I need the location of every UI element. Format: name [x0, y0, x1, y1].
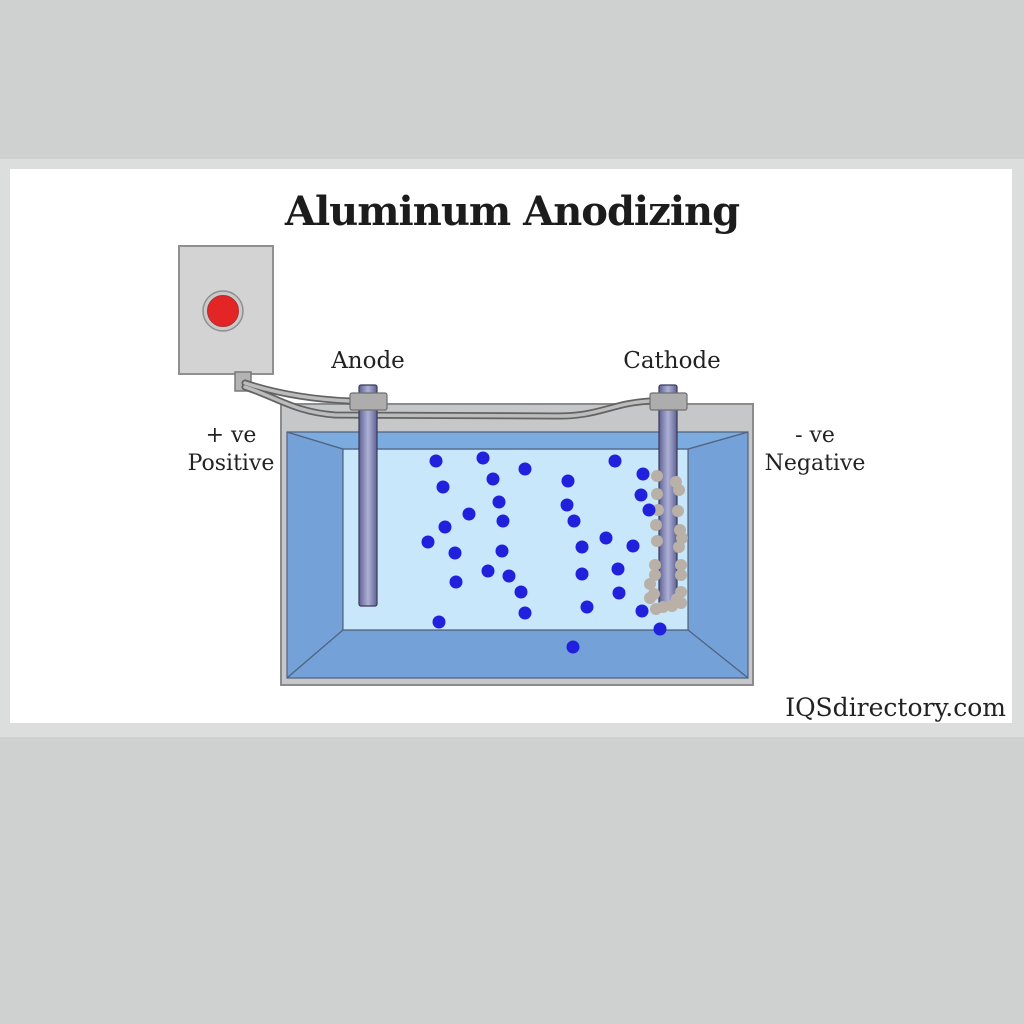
bubble: [675, 559, 687, 571]
bubble: [644, 592, 656, 604]
anode-wire: [243, 381, 352, 403]
tank-rim-band: [286, 431, 749, 450]
electrolyte-ions: [421, 451, 667, 654]
ion: [642, 503, 656, 517]
power-supply: [178, 245, 274, 392]
bubble: [649, 569, 661, 581]
bubble: [673, 541, 685, 553]
bubble: [672, 505, 684, 517]
bubble: [650, 519, 662, 531]
ion: [429, 454, 443, 468]
bubble: [652, 504, 664, 516]
ion: [575, 567, 589, 581]
ion: [462, 507, 476, 521]
ion: [634, 488, 648, 502]
positive-terminal-label: + ve Positive: [131, 422, 331, 478]
bubble: [651, 535, 663, 547]
ion: [566, 640, 580, 654]
tank-bottom-wall: [286, 629, 749, 679]
ion: [481, 564, 495, 578]
ion: [421, 535, 435, 549]
branding-watermark: IQSdirectory.com: [785, 693, 1006, 722]
cathode-clamp: [649, 392, 688, 411]
wires: [241, 379, 654, 420]
ion: [492, 495, 506, 509]
ion: [635, 604, 649, 618]
bubble: [671, 593, 683, 605]
ion: [514, 585, 528, 599]
ion: [575, 540, 589, 554]
cathode-wire: [243, 385, 652, 418]
positive-word: Positive: [187, 451, 275, 476]
ion: [580, 600, 594, 614]
ion: [495, 544, 509, 558]
bubble: [673, 484, 685, 496]
negative-symbol: - ve: [795, 423, 835, 448]
negative-word: Negative: [764, 451, 866, 476]
power-button-icon: [207, 295, 239, 327]
bubble: [649, 559, 661, 571]
ion: [476, 451, 490, 465]
ion: [448, 546, 462, 560]
anode-label: Anode: [331, 348, 405, 374]
diagram-title: Aluminum Anodizing: [284, 188, 740, 235]
cathode-label: Cathode: [623, 348, 721, 374]
positive-symbol: + ve: [205, 423, 257, 448]
ion: [449, 575, 463, 589]
power-supply-box: [178, 245, 274, 375]
tank: [286, 431, 749, 679]
bubble: [644, 578, 656, 590]
ion: [486, 472, 500, 486]
ion: [438, 520, 452, 534]
negative-terminal-label: - ve Negative: [715, 422, 915, 478]
ion: [561, 474, 575, 488]
cathode-bubbles: [644, 470, 688, 615]
anode-rod: [358, 384, 378, 607]
ion: [436, 480, 450, 494]
ion: [502, 569, 516, 583]
ion: [599, 531, 613, 545]
ion: [518, 462, 532, 476]
ion: [560, 498, 574, 512]
bubble: [675, 569, 687, 581]
bubble: [657, 601, 669, 613]
anode-clamp: [349, 392, 388, 411]
ion: [612, 586, 626, 600]
ion: [636, 467, 650, 481]
bubble: [651, 488, 663, 500]
ion: [611, 562, 625, 576]
ion: [567, 514, 581, 528]
electrodes: [349, 384, 688, 607]
ion: [432, 615, 446, 629]
ion: [518, 606, 532, 620]
ion: [653, 622, 667, 636]
ion: [608, 454, 622, 468]
ion: [496, 514, 510, 528]
ion: [626, 539, 640, 553]
electrolyte-solution: [342, 448, 689, 631]
bubble: [651, 470, 663, 482]
